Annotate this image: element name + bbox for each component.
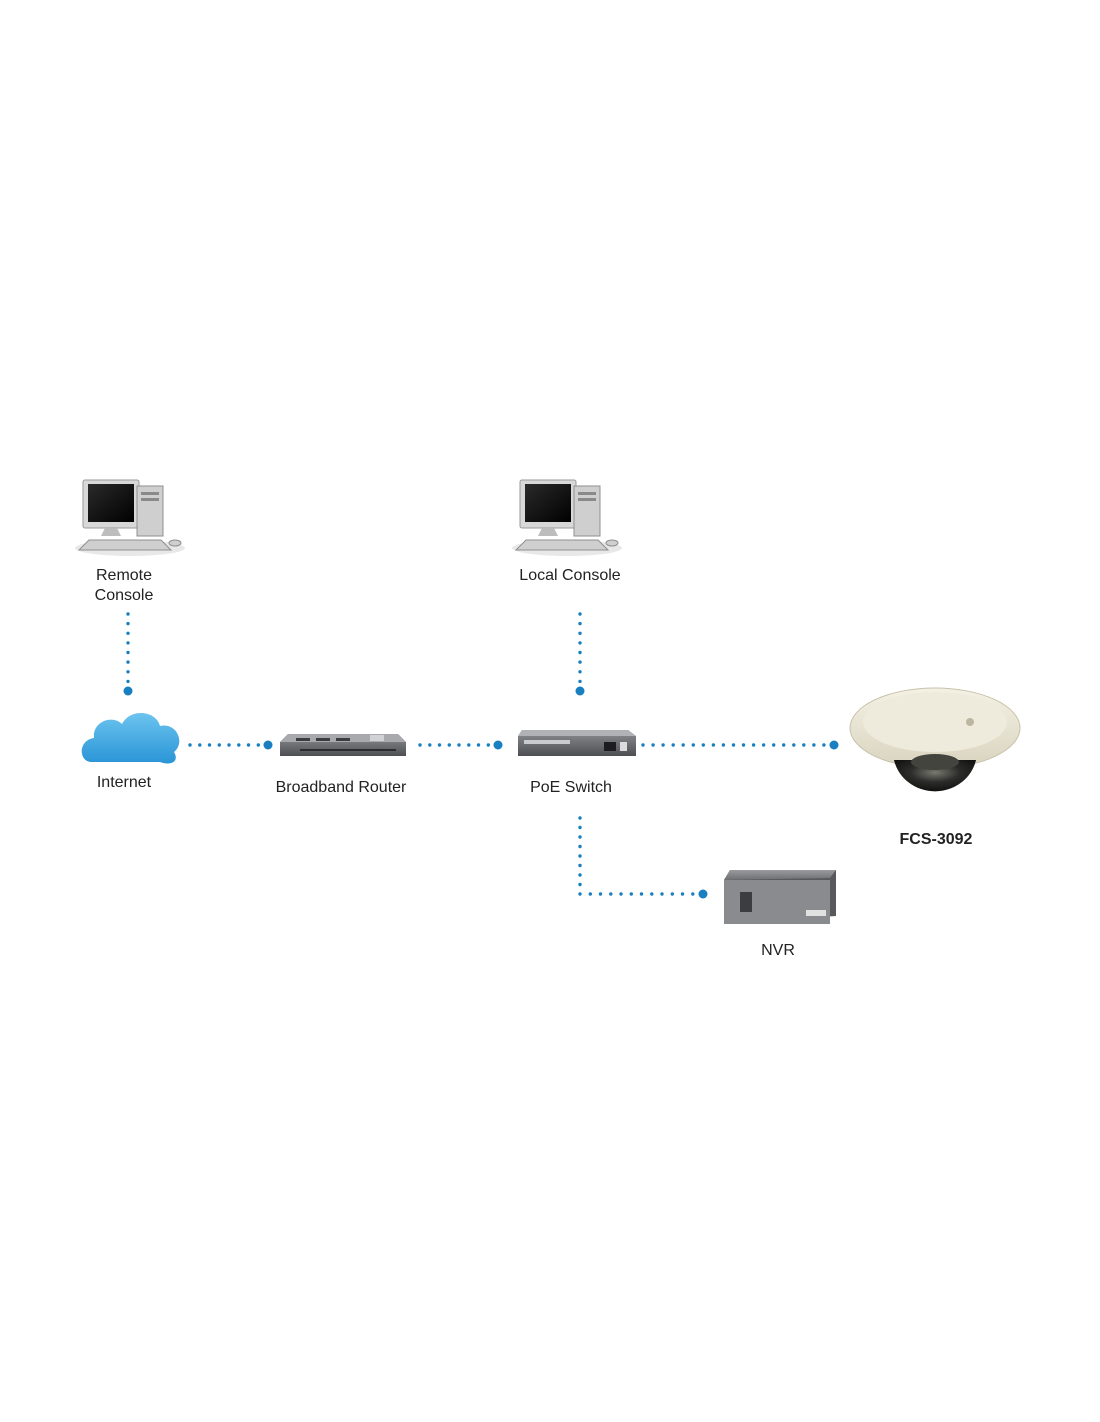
internet-label: Internet	[96, 774, 152, 791]
nvr-label: NVR	[761, 942, 795, 959]
link-switch-nvr	[578, 816, 708, 899]
remote-console-label: Remote Console	[74, 566, 174, 606]
remote-console-label-line1: Remote	[95, 567, 153, 584]
poe-switch-icon	[518, 730, 636, 756]
dome-camera-icon	[849, 687, 1021, 792]
connection-links	[123, 612, 839, 899]
link-router-switch	[418, 740, 503, 750]
link-remote-console-internet-endpoint	[123, 686, 133, 696]
broadband-router-label: Broadband Router	[275, 779, 407, 796]
internet-cloud-icon	[81, 712, 180, 764]
link-internet-router-endpoint	[263, 740, 273, 750]
link-router-switch-endpoint	[493, 740, 503, 750]
poe-switch-label: PoE Switch	[530, 779, 612, 796]
nvr-icon	[724, 870, 836, 924]
local-console-label: Local Console	[519, 567, 621, 584]
link-switch-camera-endpoint	[829, 740, 839, 750]
link-switch-camera	[641, 740, 839, 750]
link-internet-router	[188, 740, 273, 750]
link-switch-nvr-endpoint	[698, 889, 708, 899]
local-console-computer-icon	[512, 479, 622, 556]
link-remote-console-internet	[123, 612, 133, 696]
remote-console-computer-icon	[75, 479, 185, 556]
remote-console-label-line2: Console	[94, 587, 154, 604]
broadband-router-icon	[280, 734, 406, 756]
camera-model-label: FCS-3092	[899, 831, 973, 848]
link-local-console-switch	[575, 612, 585, 696]
link-local-console-switch-endpoint	[575, 686, 585, 696]
